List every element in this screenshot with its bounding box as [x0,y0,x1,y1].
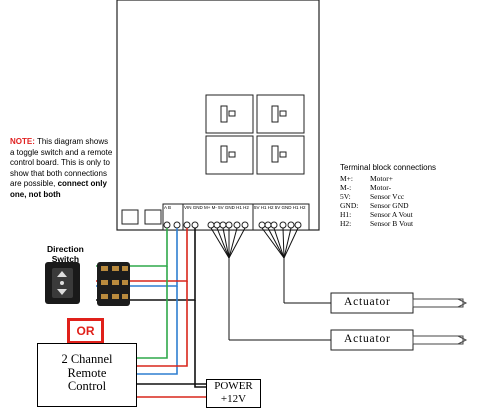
actuator-2-rod [412,335,464,345]
terminal-label-ab: A B [164,205,172,210]
power-label-line1: POWER [214,380,253,392]
actuator-1-rod [412,298,464,308]
terminal-label-mid: VIN GND M+ M- 5V GND H1 H2 [184,205,249,210]
terminal-block-title: Terminal block connections [340,163,437,172]
board-jumper-icon [144,209,162,225]
terminal-row: H2:Sensor B Vout [340,219,414,228]
actuator-2-label: Actuator [344,333,391,345]
direction-switch-label: Direction Switch [47,244,84,264]
note-label: NOTE: [10,137,35,146]
terminal-row: M+:Motor+ [340,174,393,183]
actuator-2-arrow-icon [457,335,468,345]
arrow-up-icon [57,271,67,277]
remote-label-line2: Remote [67,365,107,380]
terminal-blocks [162,203,310,231]
controller-board [116,0,320,231]
remote-label-line3: Control [67,379,107,393]
remote-label-line1: 2 Channel [61,352,113,366]
remote-control-label: 2 Channel Remote Control [37,352,137,394]
terminal-row: M-:Motor- [340,183,392,192]
power-label: POWER +12V [206,380,261,405]
actuator-1-label: Actuator [344,296,391,308]
arrow-down-icon [57,289,67,295]
note-text: NOTE: This diagram shows a toggle switch… [10,137,113,200]
or-badge: OR [67,318,104,344]
board-switch-icon [121,209,139,225]
power-label-line2: +12V [220,392,247,405]
direction-switch [45,262,80,304]
direction-switch-back [97,262,130,306]
control-wires [96,228,206,398]
note-emphasis: connect only one, not both [10,179,107,199]
power-box [206,379,261,408]
actuator-1-harness [210,227,331,341]
relay-grid [205,94,305,175]
terminal-row: 5V:Sensor Vcc [340,192,405,201]
terminal-row: H1:Sensor A Vout [340,210,413,219]
actuator-2-harness [261,227,331,304]
terminal-row: GND:Sensor GND [340,201,409,210]
note-body: This diagram shows a toggle switch and a… [10,137,113,188]
direction-switch-label-line1: Direction [47,244,84,254]
terminal-label-right: 5V H1 H2 5V GND H1 H2 [254,205,306,210]
actuator-1-arrow-icon [457,298,468,308]
direction-switch-label-line2: Switch [51,254,80,264]
remote-control-box [37,343,137,407]
